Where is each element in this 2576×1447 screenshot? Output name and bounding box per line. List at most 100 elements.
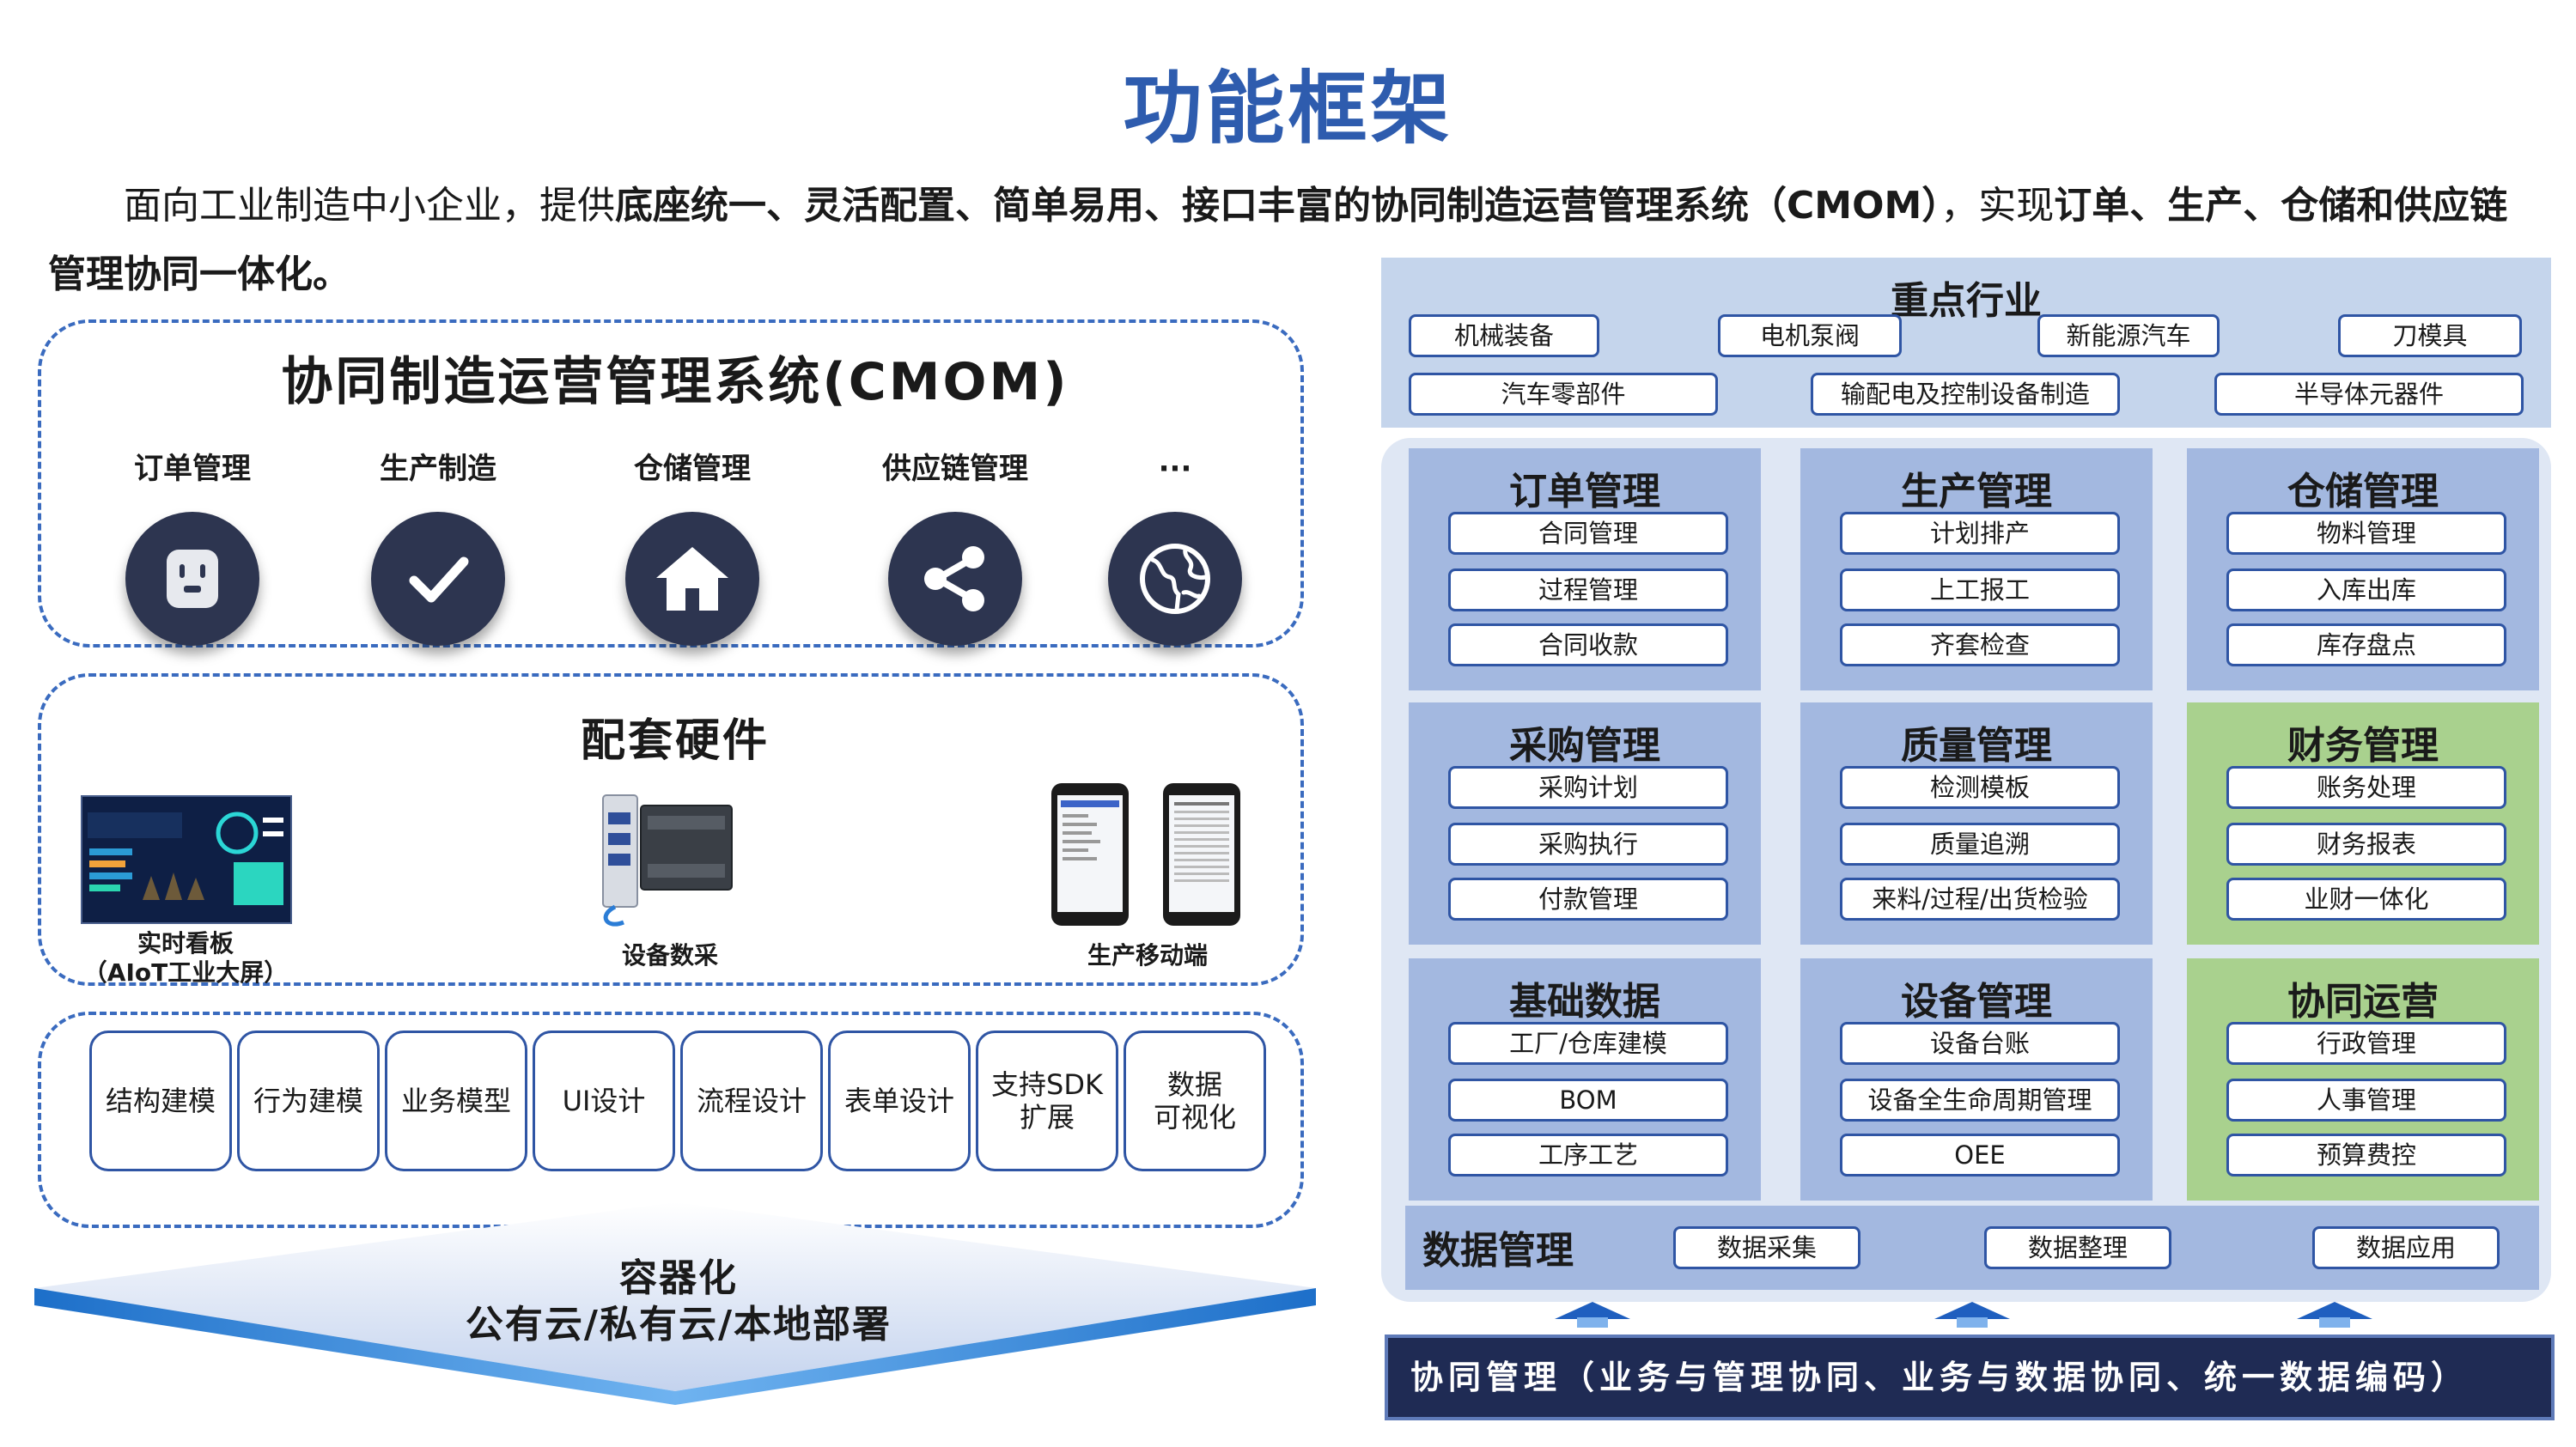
module-warehouse[interactable]: 仓储管理 xyxy=(598,447,787,646)
card-item[interactable]: 合同管理 xyxy=(1448,512,1728,555)
tool-structure-modeling[interactable]: 结构建模 xyxy=(89,1031,232,1171)
intro-bold-2: 订单、生产、仓储和供应链 xyxy=(2054,184,2508,228)
data-management-title: 数据管理 xyxy=(1422,1229,1574,1273)
caption-line: 实时看板 xyxy=(137,929,234,958)
module-production[interactable]: 生产制造 xyxy=(344,447,533,646)
card-item[interactable]: 采购执行 xyxy=(1448,823,1728,866)
card-item[interactable]: 账务处理 xyxy=(2226,766,2506,809)
card-item[interactable]: 库存盘点 xyxy=(2226,623,2506,666)
card-item[interactable]: 人事管理 xyxy=(2226,1079,2506,1122)
card-collaborative-operations: 协同运营 行政管理 人事管理 预算费控 xyxy=(2187,958,2539,1201)
globe-icon xyxy=(1108,512,1242,646)
industry-chip[interactable]: 半导体元器件 xyxy=(2214,373,2524,416)
up-arrow-icon xyxy=(1550,1300,1635,1333)
data-management-item[interactable]: 数据整理 xyxy=(1984,1226,2171,1269)
card-item[interactable]: 合同收款 xyxy=(1448,623,1728,666)
card-item[interactable]: 设备全生命周期管理 xyxy=(1840,1079,2120,1122)
caption-line: （AIoT工业大屏） xyxy=(82,958,289,987)
hardware-caption-collector: 设备数采 xyxy=(621,941,718,970)
tool-ui-design[interactable]: UI设计 xyxy=(533,1031,675,1171)
card-title: 生产管理 xyxy=(1901,470,2052,514)
card-title: 基础数据 xyxy=(1509,980,1660,1024)
card-item[interactable]: 齐套检查 xyxy=(1840,623,2120,666)
module-label: 订单管理 xyxy=(134,452,251,486)
cmom-title: 协同制造运营管理系统(CMOM) xyxy=(281,352,1069,412)
intro-bold-1: 底座统一、灵活配置、简单易用、接口丰富的协同制造运营管理系统（CMOM） xyxy=(615,184,1941,228)
industry-chip[interactable]: 新能源汽车 xyxy=(2037,314,2220,357)
tool-data-visualization[interactable]: 数据 可视化 xyxy=(1124,1031,1266,1171)
card-item[interactable]: 设备台账 xyxy=(1840,1022,2120,1065)
order-icon xyxy=(125,512,259,646)
industry-chip[interactable]: 机械装备 xyxy=(1409,314,1599,357)
module-label: 仓储管理 xyxy=(634,452,751,486)
tool-process-design[interactable]: 流程设计 xyxy=(680,1031,823,1171)
card-item[interactable]: 过程管理 xyxy=(1448,568,1728,611)
module-label: 供应链管理 xyxy=(882,452,1028,486)
card-title: 设备管理 xyxy=(1901,980,2052,1024)
hardware-box xyxy=(38,673,1304,986)
card-item[interactable]: 来料/过程/出货检验 xyxy=(1840,878,2120,921)
deploy-line-2: 公有云/私有云/本地部署 xyxy=(465,1303,892,1347)
module-label: 生产制造 xyxy=(380,452,496,486)
card-item[interactable]: 入库出库 xyxy=(2226,568,2506,611)
industry-chip[interactable]: 电机泵阀 xyxy=(1718,314,1902,357)
card-item[interactable]: 质量追溯 xyxy=(1840,823,2120,866)
card-quality-management: 质量管理 检测模板 质量追溯 来料/过程/出货检验 xyxy=(1800,702,2153,945)
card-item[interactable]: 业财一体化 xyxy=(2226,878,2506,921)
card-item[interactable]: BOM xyxy=(1448,1079,1728,1122)
intro-text-1: 面向工业制造中小企业，提供 xyxy=(124,184,615,228)
card-item[interactable]: OEE xyxy=(1840,1134,2120,1176)
share-icon xyxy=(888,512,1022,646)
card-title: 协同运营 xyxy=(2287,980,2439,1024)
intro-text-2: ，实现 xyxy=(1940,184,2055,228)
data-collector-device-image xyxy=(589,787,740,933)
phone-screen xyxy=(1169,795,1234,912)
data-management-item[interactable]: 数据应用 xyxy=(2312,1226,2500,1269)
hardware-title: 配套硬件 xyxy=(580,715,770,767)
card-finance-management: 财务管理 账务处理 财务报表 业财一体化 xyxy=(2187,702,2539,945)
industry-chip[interactable]: 汽车零部件 xyxy=(1409,373,1718,416)
module-order[interactable]: 订单管理 xyxy=(98,447,287,646)
module-supply-chain[interactable]: 供应链管理 xyxy=(861,447,1050,646)
card-item[interactable]: 物料管理 xyxy=(2226,512,2506,555)
card-item[interactable]: 上工报工 xyxy=(1840,568,2120,611)
module-label: ··· xyxy=(1158,452,1192,486)
up-arrow-icon xyxy=(1929,1300,2015,1333)
card-procurement-management: 采购管理 采购计划 采购执行 付款管理 xyxy=(1409,702,1761,945)
card-equipment-management: 设备管理 设备台账 设备全生命周期管理 OEE xyxy=(1800,958,2153,1201)
cmom-box xyxy=(38,319,1304,648)
page-title: 功能框架 xyxy=(1123,63,1453,155)
card-item[interactable]: 采购计划 xyxy=(1448,766,1728,809)
card-item[interactable]: 预算费控 xyxy=(2226,1134,2506,1176)
data-management-item[interactable]: 数据采集 xyxy=(1673,1226,1860,1269)
deploy-banner xyxy=(31,1199,1319,1405)
tool-behavior-modeling[interactable]: 行为建模 xyxy=(237,1031,380,1171)
tool-sdk-extension[interactable]: 支持SDK 扩展 xyxy=(976,1031,1118,1171)
up-arrow-icon xyxy=(2292,1300,2378,1333)
module-more[interactable]: ··· xyxy=(1081,447,1270,646)
card-title: 质量管理 xyxy=(1901,724,2052,768)
card-title: 财务管理 xyxy=(2287,724,2439,768)
card-item[interactable]: 工厂/仓库建模 xyxy=(1448,1022,1728,1065)
dashboard-screen-image xyxy=(81,795,292,924)
hardware-caption-mobile: 生产移动端 xyxy=(1087,941,1208,970)
card-item[interactable]: 检测模板 xyxy=(1840,766,2120,809)
industry-chip[interactable]: 刀模具 xyxy=(2338,314,2522,357)
checkmark-icon xyxy=(371,512,505,646)
phone-screen xyxy=(1057,795,1123,912)
card-production-management: 生产管理 计划排产 上工报工 齐套检查 xyxy=(1800,448,2153,690)
card-warehouse-management: 仓储管理 物料管理 入库出库 库存盘点 xyxy=(2187,448,2539,690)
hardware-caption-dashboard: 实时看板 （AIoT工业大屏） xyxy=(48,929,323,988)
intro-line-2: 管理协同一体化。 xyxy=(48,252,350,296)
industry-chip[interactable]: 输配电及控制设备制造 xyxy=(1811,373,2120,416)
card-item[interactable]: 财务报表 xyxy=(2226,823,2506,866)
card-order-management: 订单管理 合同管理 过程管理 合同收款 xyxy=(1409,448,1761,690)
tool-business-model[interactable]: 业务模型 xyxy=(385,1031,527,1171)
card-item[interactable]: 付款管理 xyxy=(1448,878,1728,921)
card-basic-data: 基础数据 工厂/仓库建模 BOM 工序工艺 xyxy=(1409,958,1761,1201)
card-item[interactable]: 计划排产 xyxy=(1840,512,2120,555)
card-item[interactable]: 行政管理 xyxy=(2226,1022,2506,1065)
card-title: 采购管理 xyxy=(1509,724,1660,768)
tool-form-design[interactable]: 表单设计 xyxy=(828,1031,971,1171)
card-item[interactable]: 工序工艺 xyxy=(1448,1134,1728,1176)
